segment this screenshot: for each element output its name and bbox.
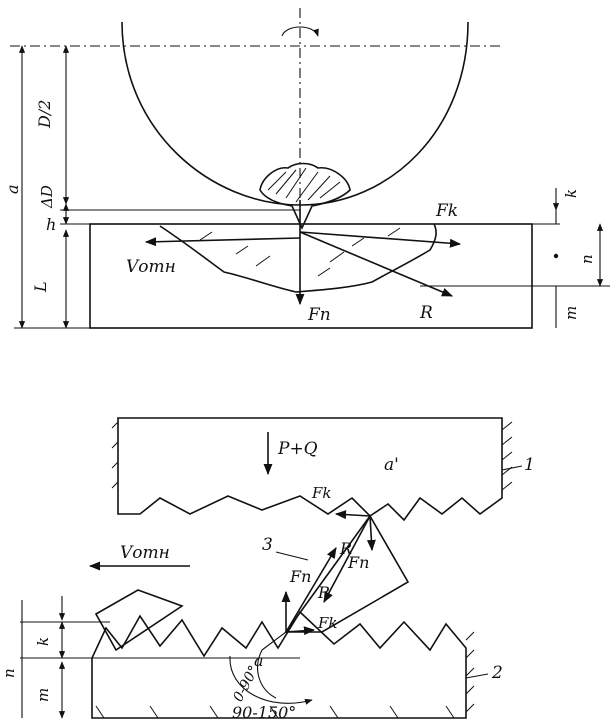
label-angle-90-150: 90-150° <box>232 703 296 722</box>
label-v-otn-bottom: Vотн <box>120 543 170 563</box>
label-a: a <box>254 651 264 670</box>
label-fn: Fn <box>307 305 331 325</box>
label-k-bottom: k <box>34 637 52 646</box>
abrasive-grain <box>259 162 351 230</box>
label-l: L <box>31 281 50 293</box>
abrasive-grain-hatching <box>267 167 341 203</box>
label-h: h <box>46 215 56 234</box>
fk-arrow <box>299 231 462 248</box>
deformation-zone <box>159 223 437 293</box>
angle-arc-0-90 <box>257 649 277 699</box>
label-3: 3 <box>262 535 273 555</box>
label-n: n <box>578 254 596 264</box>
rotation-arrow <box>281 26 319 37</box>
label-fn-lower: Fn <box>289 567 311 586</box>
label-2: 2 <box>491 663 503 683</box>
label-r-lower: R <box>317 583 330 602</box>
fk-lower-arrow <box>285 626 316 636</box>
deformation-hatching <box>199 227 401 277</box>
grinding-wheel <box>121 21 469 206</box>
label-1: 1 <box>524 455 535 475</box>
dim-marker <box>553 253 559 259</box>
num-2-leader <box>465 673 489 679</box>
label-p-q: P+Q <box>277 439 318 459</box>
label-r: R <box>419 303 433 323</box>
r-arrow <box>299 231 454 297</box>
label-n-bottom: n <box>0 668 18 678</box>
lower-body-hatching <box>95 631 475 719</box>
r-lower-arrow <box>285 547 337 633</box>
angle-ray-a <box>261 631 287 651</box>
loose-grain <box>94 589 184 652</box>
r-upper-arrow <box>323 515 371 603</box>
label-fk-lower: Fk <box>317 614 338 632</box>
label-fk-upper: Fk <box>311 484 332 502</box>
v-otn-arrow <box>144 237 301 247</box>
label-d-half: D/2 <box>35 100 54 129</box>
label-m-bottom: m <box>34 688 52 702</box>
bottom-diagram: P+Q 1 2 3 a' a Fk Fn R Fn R Fk Vотн k m … <box>0 417 535 722</box>
num-3-leader <box>275 551 309 561</box>
label-m: m <box>562 306 580 320</box>
label-a-prime: a' <box>384 455 399 475</box>
lower-body-2 <box>91 610 467 719</box>
label-r-upper: R <box>339 539 352 558</box>
force-parallelogram-3 <box>284 514 410 633</box>
top-diagram: a ΔD D/2 h L k n m Fk Fn R Vотн <box>3 8 610 329</box>
label-delta-d: ΔD <box>38 185 56 209</box>
fn-upper-arrow <box>366 515 376 552</box>
label-k: k <box>562 189 580 198</box>
label-angle-0-90: 0-90° <box>230 663 262 704</box>
label-fk: Fk <box>435 201 458 221</box>
label-v-otn: Vотн <box>126 257 176 277</box>
fk-upper-arrow <box>334 510 371 520</box>
angle-arc-90-150 <box>229 655 313 705</box>
label-a: a <box>3 184 22 194</box>
label-fn-upper: Fn <box>347 553 369 572</box>
upper-body-1 <box>117 417 503 522</box>
num-1-leader <box>501 465 523 471</box>
